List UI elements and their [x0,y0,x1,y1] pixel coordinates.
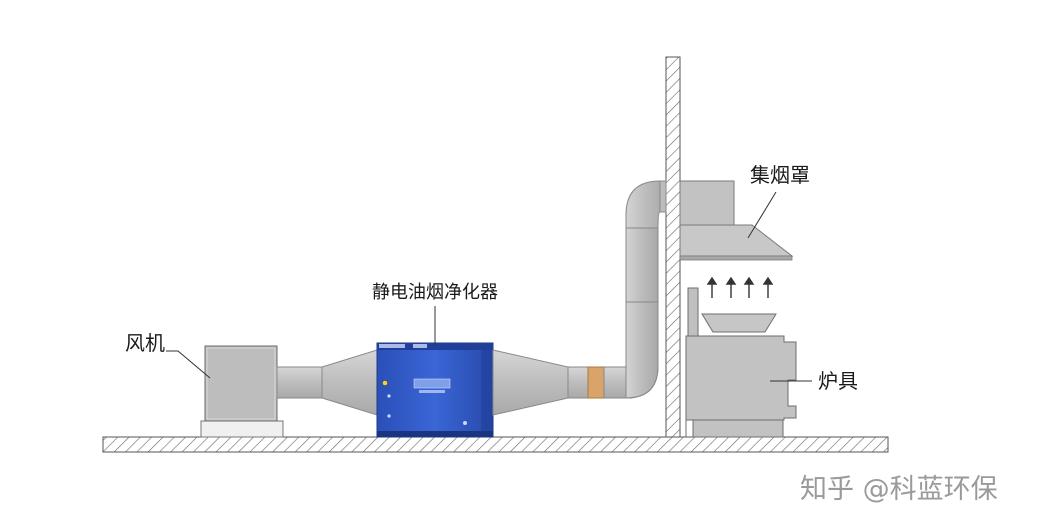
riser-duct [625,180,667,303]
watermark: 知乎 @科蓝环保 [800,474,998,505]
fan-callout: 风机 [125,331,211,379]
stove-label: 炉具 [818,369,858,393]
hood-callout: 集烟罩 [747,163,810,239]
duct-fan-to-purifier [276,349,378,416]
purifier-label: 静电油烟净化器 [372,282,498,303]
electrostatic-purifier [376,342,494,438]
fan-label: 风机 [125,331,165,355]
stove [685,287,797,438]
stove-callout: 炉具 [770,369,858,393]
fan-unit [200,345,284,438]
hood-label: 集烟罩 [750,163,810,187]
floor [102,436,889,453]
duct-purifier-to-riser [492,299,659,416]
airflow-arrows [706,276,774,298]
purifier-callout: 静电油烟净化器 [372,282,498,345]
wall [665,56,681,438]
exhaust-hood [679,180,794,261]
